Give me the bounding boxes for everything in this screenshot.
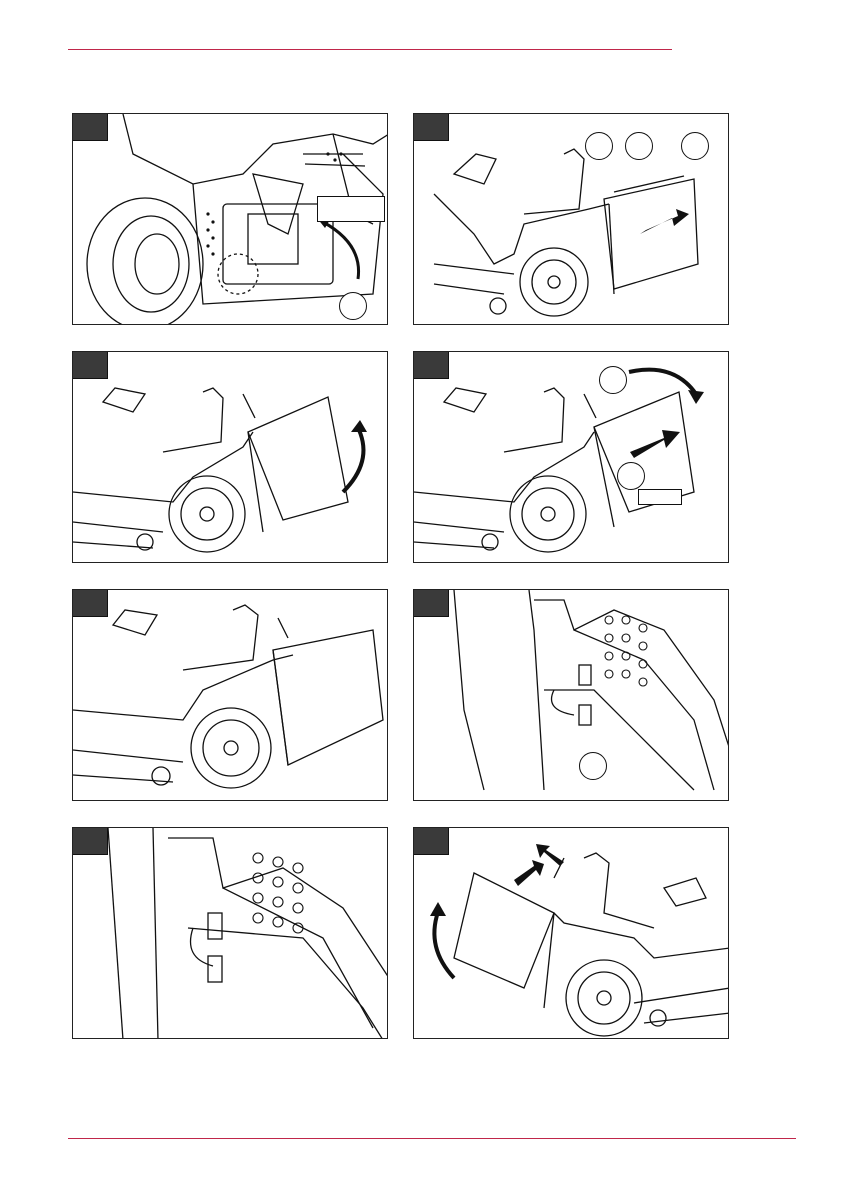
bag-bracket-detail-drawing bbox=[414, 590, 729, 801]
illustration-panel-7 bbox=[72, 827, 388, 1039]
callout-circle bbox=[599, 366, 627, 394]
callout-circle bbox=[585, 132, 613, 160]
mower-bag-emptying-drawing bbox=[414, 828, 729, 1039]
header-rule bbox=[68, 49, 672, 50]
callout-circle bbox=[681, 132, 709, 160]
illustration-panel-4 bbox=[413, 351, 729, 563]
label-box bbox=[638, 489, 682, 505]
mower-bag-tilt-drawing bbox=[73, 352, 388, 563]
bag-bracket-closeup-drawing bbox=[73, 828, 388, 1039]
illustration-panel-6 bbox=[413, 589, 729, 801]
illustration-panel-5 bbox=[72, 589, 388, 801]
illustration-panel-1 bbox=[72, 113, 388, 325]
mower-bag-closed-drawing bbox=[73, 590, 388, 801]
illustration-panel-2 bbox=[413, 113, 729, 325]
label-box bbox=[317, 196, 385, 222]
illustration-panel-3 bbox=[72, 351, 388, 563]
mower-bag-open-drawing bbox=[414, 352, 729, 563]
illustration-panel-8 bbox=[413, 827, 729, 1039]
callout-circle bbox=[617, 462, 645, 490]
callout-circle bbox=[625, 132, 653, 160]
callout-circle bbox=[579, 752, 607, 780]
footer-rule bbox=[68, 1138, 796, 1139]
callout-circle bbox=[339, 292, 367, 320]
